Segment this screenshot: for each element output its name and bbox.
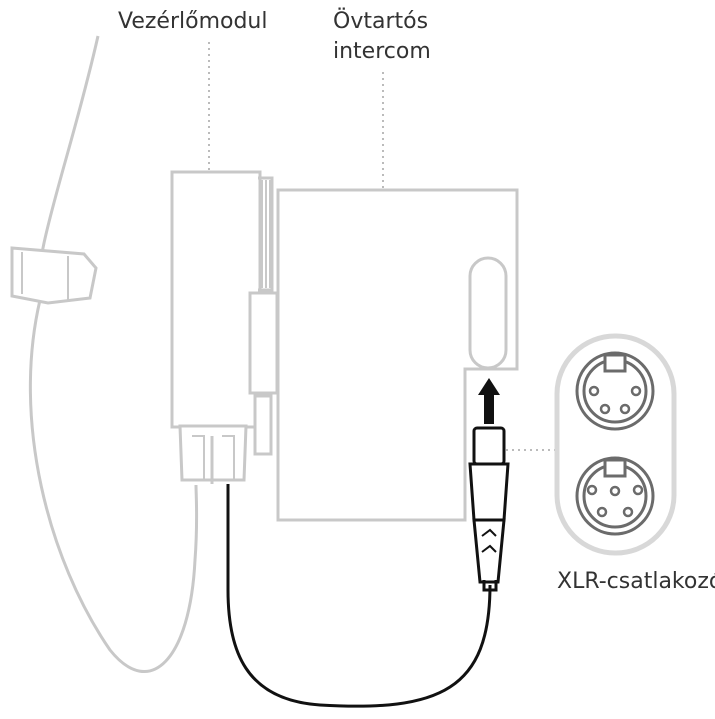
arrow-up-icon — [478, 378, 500, 424]
xlr-pin-icon — [596, 506, 608, 518]
xlr-pin-icon — [599, 403, 611, 415]
xlr-pin-icon — [609, 485, 621, 497]
headset-cable — [28, 35, 199, 673]
xlr-cable — [226, 484, 492, 708]
xlr-callout — [554, 333, 677, 556]
belt-pack-intercom-label-line1: Övtartós — [333, 9, 429, 34]
control-module — [170, 170, 279, 484]
xlr-pin-icon — [588, 385, 600, 397]
belt-pack-intercom — [276, 188, 519, 522]
belt-pack-intercom-label: Övtartós intercom — [333, 7, 431, 67]
cable-clip — [10, 246, 98, 305]
intercom-belt-slot — [468, 256, 508, 370]
control-module-label: Vezérlőmodul — [118, 9, 268, 34]
xlr-socket-top — [575, 351, 655, 431]
belt-pack-intercom-label-line2: intercom — [333, 39, 431, 64]
xlr-pin-icon — [632, 484, 644, 496]
xlr-socket-bottom — [575, 456, 655, 536]
xlr-pin-icon — [630, 385, 642, 397]
xlr-connector-label: XLR-csatlakozó — [557, 569, 715, 594]
xlr-pin-icon — [586, 484, 598, 496]
xlr-pin-icon — [619, 403, 631, 415]
xlr-plug — [468, 426, 510, 592]
xlr-pin-icon — [622, 506, 634, 518]
